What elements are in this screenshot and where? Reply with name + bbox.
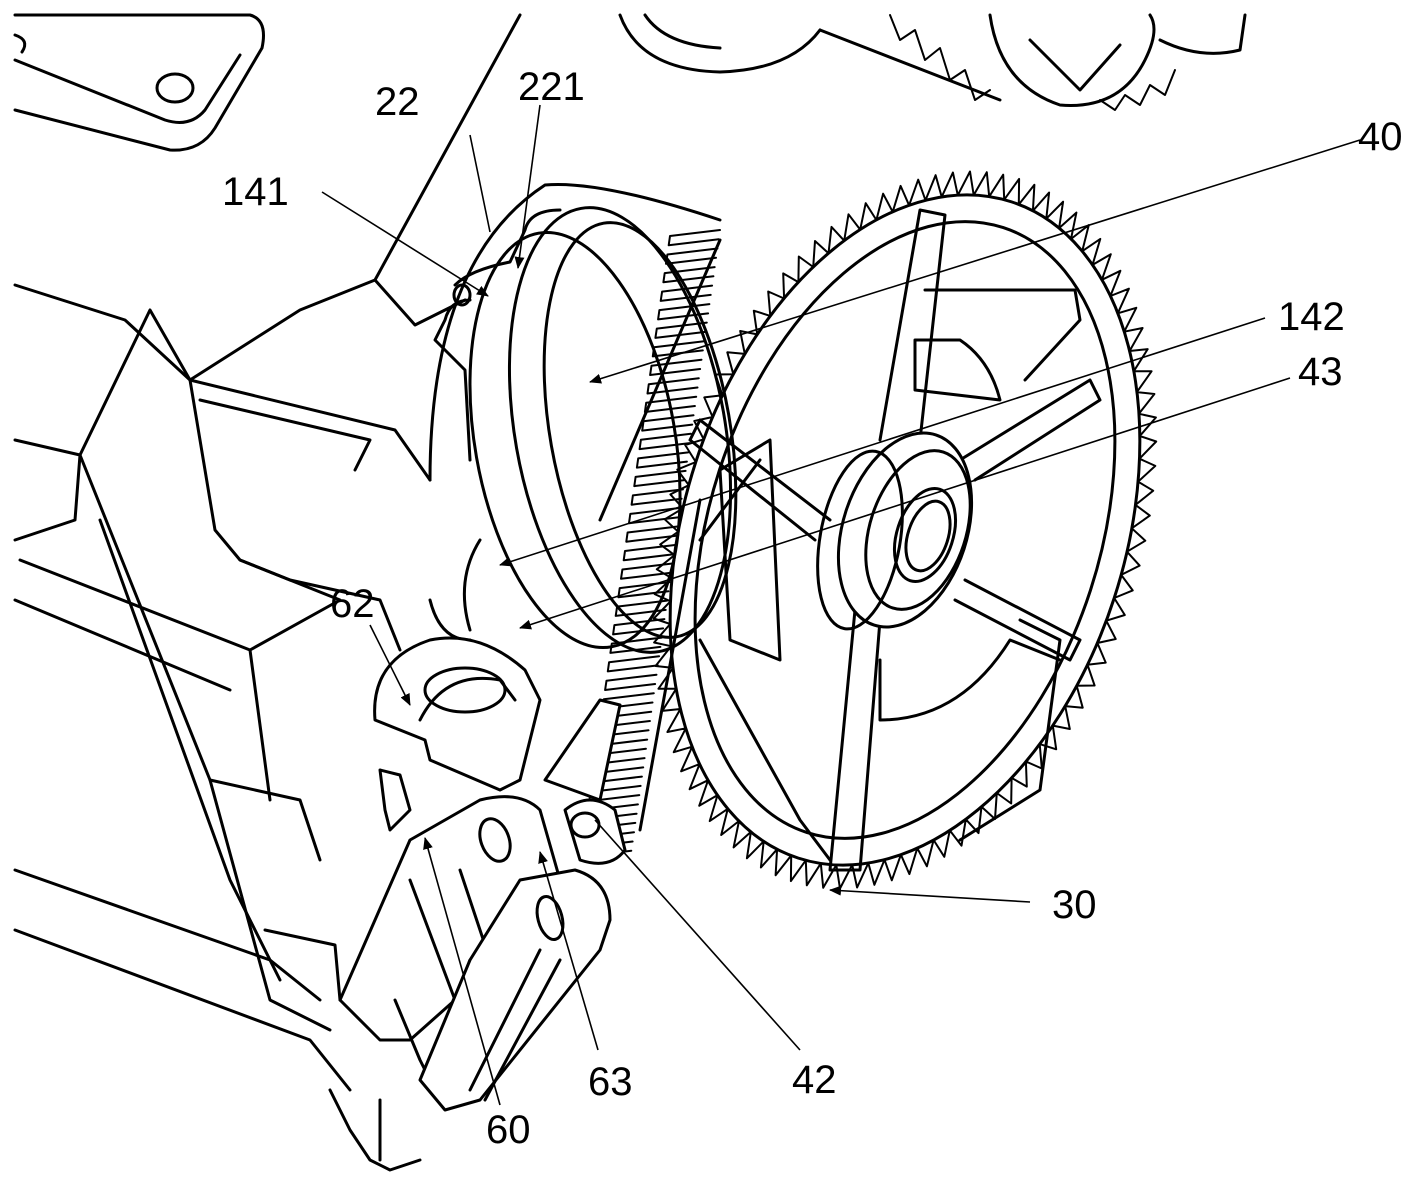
callout-labels: 22 221 141 40 142 43 62 30 63 42 60: [222, 65, 1403, 1152]
leader-141: [321, 191, 489, 297]
leader-22: [469, 134, 491, 233]
housing-frame: [13, 13, 522, 1092]
leader-30: [829, 885, 1031, 903]
callout-142: 142: [1278, 295, 1345, 339]
lever-assembly: [328, 636, 627, 1172]
flange-ring: [468, 206, 738, 654]
callout-43: 43: [1298, 350, 1343, 394]
leader-62: [369, 624, 411, 706]
callout-62: 62: [330, 582, 375, 626]
callout-30: 30: [1052, 883, 1097, 927]
leader-40: [589, 139, 1361, 384]
large-spur-gear: [652, 170, 1158, 890]
callout-22: 22: [375, 80, 420, 124]
callout-63: 63: [588, 1060, 633, 1104]
leader-42: [594, 819, 801, 1051]
leader-lines: [321, 104, 1361, 1106]
leader-221: [514, 104, 541, 269]
callout-221: 221: [518, 65, 585, 109]
leader-142: [499, 317, 1266, 567]
callout-60: 60: [486, 1108, 531, 1152]
callout-141: 141: [222, 170, 289, 214]
leader-60: [423, 837, 501, 1106]
callout-40: 40: [1358, 115, 1403, 159]
leader-43: [519, 377, 1291, 630]
leader-63: [538, 851, 599, 1051]
background-gears: [618, 13, 1247, 111]
callout-42: 42: [792, 1058, 837, 1102]
